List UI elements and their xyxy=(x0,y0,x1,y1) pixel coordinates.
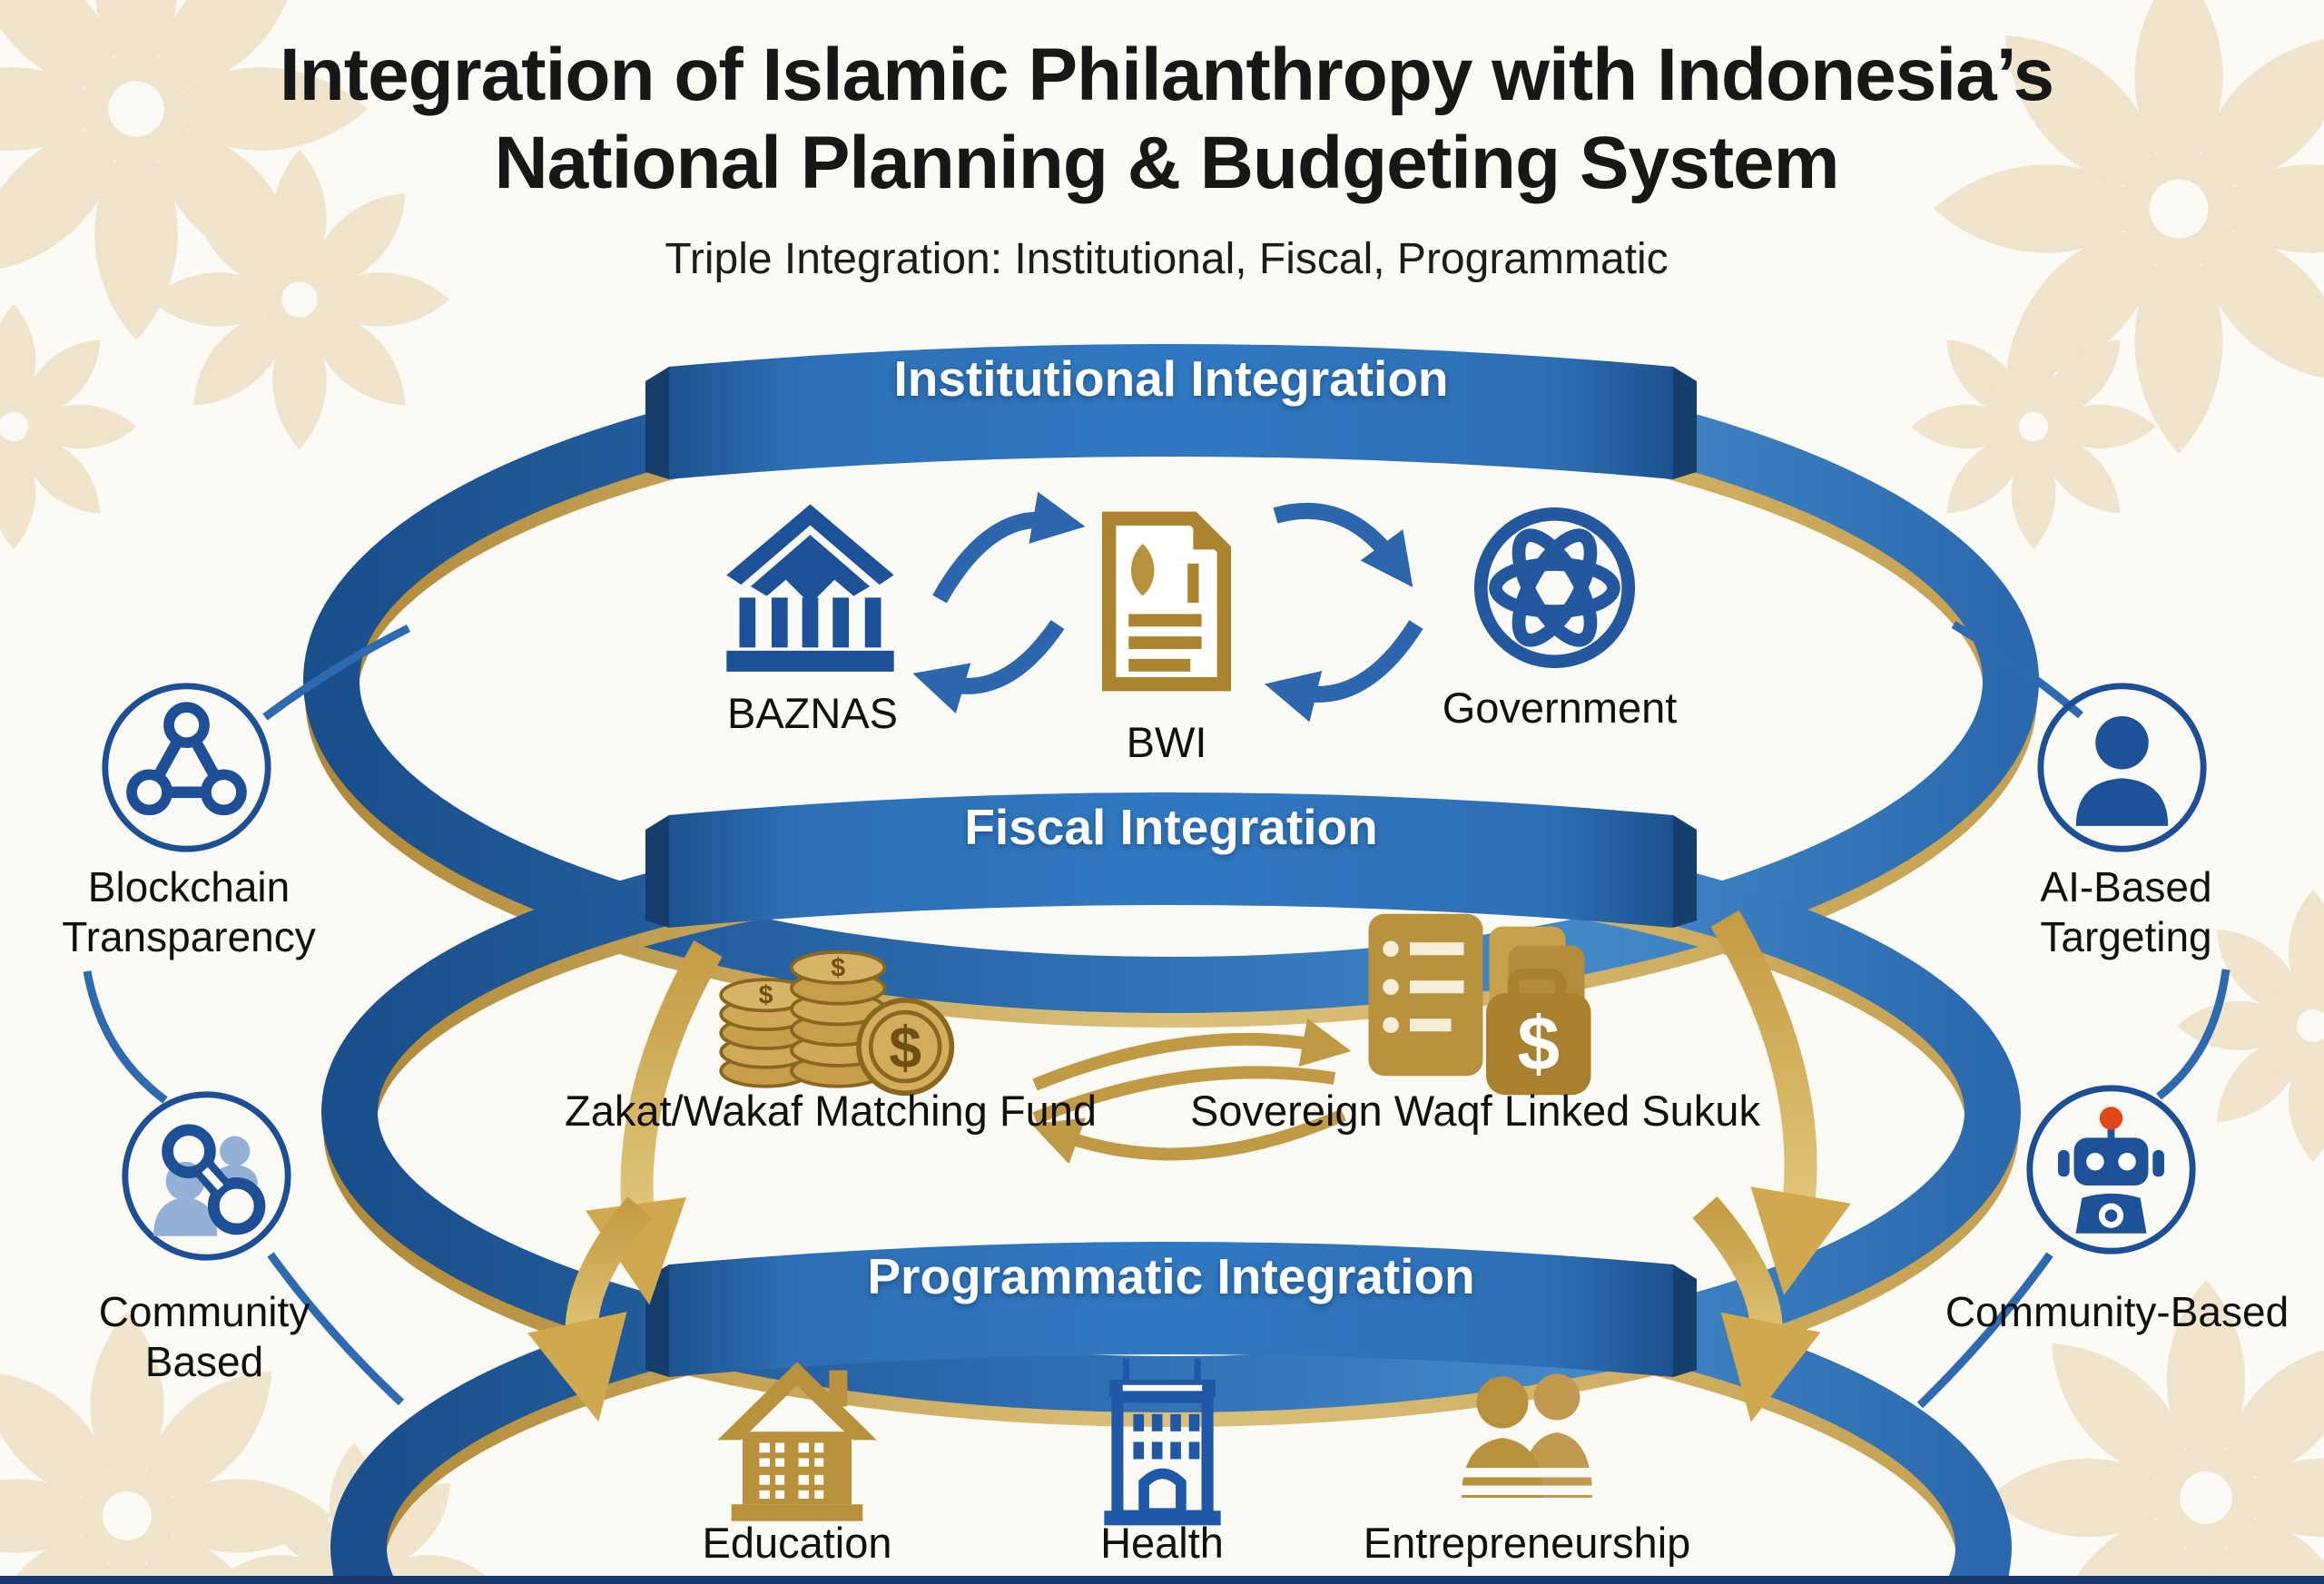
banner-fiscal-ribbon xyxy=(645,792,1697,928)
banner-institutional-label: Institutional Integration xyxy=(893,350,1449,407)
svg-text:$: $ xyxy=(831,953,845,982)
bwi-label: BWI xyxy=(1126,718,1207,766)
arrow-sukuk-to-fund xyxy=(1031,1108,1346,1165)
arrow-baznas-to-bwi xyxy=(932,491,1086,604)
education-label: Education xyxy=(702,1519,892,1567)
arrow-bwi-to-baznas xyxy=(912,619,1065,714)
arrow-government-to-bwi xyxy=(1265,620,1423,723)
page-title-line1: Integration of Islamic Philanthropy with… xyxy=(279,34,2054,116)
blockchain-icon xyxy=(98,679,275,856)
community-based-left-label: Community Based xyxy=(98,1288,310,1386)
institutional-exchange-arrows xyxy=(912,491,1423,723)
community-based-right-label: Community-Based xyxy=(1945,1288,2290,1335)
robot-icon xyxy=(2023,1081,2200,1258)
health-label: Health xyxy=(1100,1519,1224,1567)
page-title-line2: National Planning & Budgeting System xyxy=(494,122,1839,204)
svg-text:$: $ xyxy=(1517,1000,1560,1086)
page-subtitle: Triple Integration: Institutional, Fisca… xyxy=(665,235,1669,283)
funds-documents-icon: $ xyxy=(1353,903,1607,1112)
banner-institutional-ribbon xyxy=(645,344,1697,479)
ai-based-targeting-label: AI-Based Targeting xyxy=(2040,863,2212,961)
blockchain-transparency-label: Blockchain Transparency xyxy=(62,863,316,961)
arrow-ring2-ring3-right xyxy=(1692,1196,1821,1422)
banner-programmatic-label: Programmatic Integration xyxy=(867,1248,1475,1304)
sovereign-sukuk-label: Sovereign Waqf Linked Sukuk xyxy=(1190,1087,1760,1135)
school-icon xyxy=(706,1359,888,1527)
flow-arrows-gold xyxy=(527,910,1851,1422)
knot-icon xyxy=(1466,499,1643,676)
svg-text:$: $ xyxy=(889,1015,921,1080)
arrow-ring2-ring3-left xyxy=(527,1196,653,1422)
fiscal-exchange-arrows xyxy=(1031,1018,1352,1165)
government-label: Government xyxy=(1442,684,1678,732)
arrow-bwi-to-government xyxy=(1273,502,1413,587)
arrow-ring1-ring2-left xyxy=(586,940,723,1305)
entrepreneurship-label: Entrepreneurship xyxy=(1363,1519,1691,1567)
arrow-fund-to-sukuk-2 xyxy=(1032,1066,1336,1125)
hospital-icon xyxy=(1083,1351,1242,1530)
community-link-icon xyxy=(118,1087,295,1264)
coins-icon: $ $ $ xyxy=(704,899,962,1098)
bank-icon xyxy=(713,501,908,678)
banner-fiscal-label: Fiscal Integration xyxy=(964,799,1378,855)
zakat-wakaf-fund-label: Zakat/Wakaf Matching Fund xyxy=(564,1087,1098,1135)
document-icon xyxy=(1089,508,1244,694)
person-icon xyxy=(2034,679,2211,856)
svg-text:$: $ xyxy=(759,981,773,1010)
arrow-fund-to-sukuk-1 xyxy=(1032,1018,1352,1091)
bottom-edge-strip xyxy=(0,1576,2324,1584)
people-icon xyxy=(1432,1362,1622,1525)
arrow-ring1-ring2-right xyxy=(1710,910,1851,1295)
baznas-label: BAZNAS xyxy=(726,689,899,737)
